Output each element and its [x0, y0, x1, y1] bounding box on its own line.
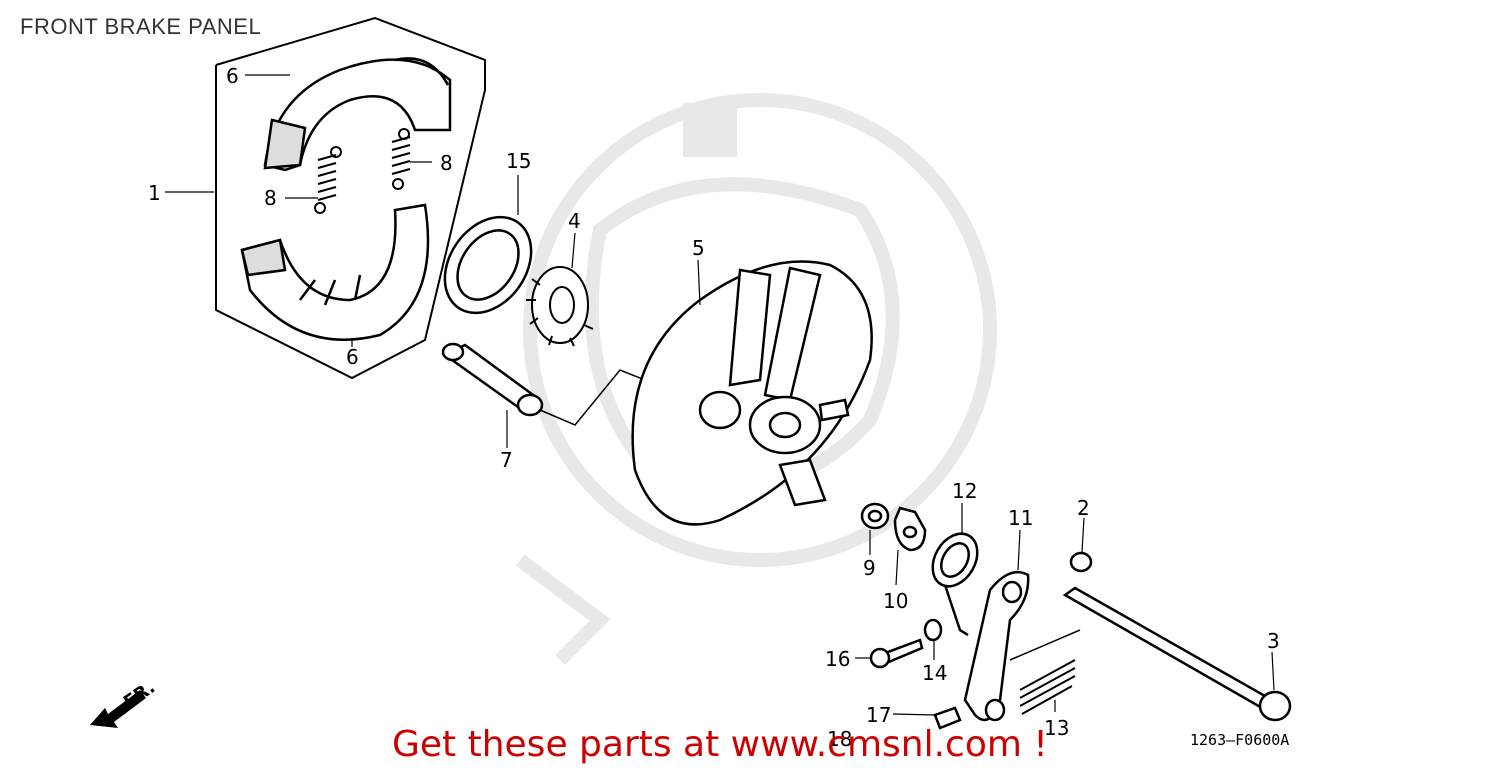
- brake-shoe-lower: [240, 203, 430, 341]
- callout-15: 15: [506, 149, 531, 173]
- brake-arm: [963, 570, 1030, 722]
- page-title: FRONT BRAKE PANEL: [20, 14, 262, 39]
- callout-13: 13: [1044, 716, 1069, 740]
- oil-seal: [443, 215, 533, 315]
- callout-10: 10: [883, 589, 908, 613]
- shoe-group-bracket: [215, 16, 486, 380]
- callout-8-right: 8: [440, 151, 453, 175]
- watermark-logo: [515, 93, 997, 665]
- callout-4: 4: [568, 209, 581, 233]
- lever-return-spring: [931, 532, 979, 637]
- compression-spring-13: [1019, 659, 1076, 715]
- callout-9: 9: [863, 556, 876, 580]
- callout-2: 2: [1077, 496, 1090, 520]
- tab-washer-10: [893, 506, 927, 552]
- callout-18: 18: [827, 727, 852, 751]
- callout-5: 5: [692, 236, 705, 260]
- return-spring-left: [314, 146, 342, 214]
- callout-7: 7: [500, 448, 513, 472]
- callout-12: 12: [952, 479, 977, 503]
- bolt-16: [869, 638, 924, 669]
- callout-1: 1: [148, 181, 161, 205]
- callout-16: 16: [825, 647, 850, 671]
- callout-11: 11: [1008, 506, 1033, 530]
- callout-17: 17: [866, 703, 891, 727]
- callout-8-left: 8: [264, 186, 277, 210]
- return-spring-right: [391, 128, 411, 190]
- brake-cam: [441, 342, 544, 417]
- brake-shoe-upper: [263, 57, 452, 172]
- callout-14: 14: [922, 661, 947, 685]
- pivot-bolt-3: [1062, 586, 1292, 722]
- joint-pin-17: [933, 706, 962, 730]
- front-direction-arrow-icon: FR.: [90, 677, 159, 728]
- nut-2: [1069, 551, 1093, 573]
- diagram-code: 1263–F0600A: [1190, 731, 1290, 749]
- callout-6-upper: 6: [226, 64, 239, 88]
- callout-6-lower: 6: [346, 345, 359, 369]
- speedometer-gear: [526, 266, 594, 347]
- leader-lines: [165, 74, 1275, 716]
- brake-panel: [631, 260, 873, 526]
- washer-9: [860, 502, 890, 530]
- washer-14: [923, 618, 943, 642]
- callout-labels: 1 2 3 4 5 6 6 7 8 8 9 10 11 12 13 14 15 …: [148, 64, 1280, 751]
- parts-store-link[interactable]: Get these parts at www.cmsnl.com !: [392, 724, 1048, 765]
- callout-3: 3: [1267, 629, 1280, 653]
